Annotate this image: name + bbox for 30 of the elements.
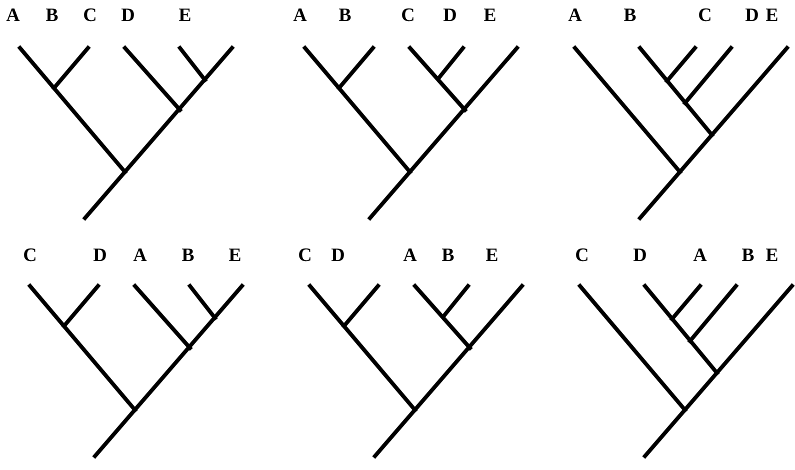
taxon-label: A [293, 6, 307, 25]
taxon-label: B [442, 246, 454, 265]
taxon-label: B [742, 246, 754, 265]
taxon-label: A [133, 246, 147, 265]
taxon-label: D [93, 246, 107, 265]
taxon-label: E [484, 6, 496, 25]
taxon-label: C [83, 6, 97, 25]
taxon-label: B [182, 246, 194, 265]
taxon-label: D [121, 6, 135, 25]
taxon-label: B [46, 6, 58, 25]
taxon-label: C [401, 6, 415, 25]
taxon-label: E [486, 246, 498, 265]
taxon-label: E [766, 6, 778, 25]
taxon-label: C [23, 246, 37, 265]
taxon-label: D [633, 246, 647, 265]
taxon-label: E [178, 6, 192, 25]
taxon-label: C [575, 246, 589, 265]
taxon-label: D [443, 6, 457, 25]
taxon-label: D [745, 6, 759, 25]
taxon-label: A [693, 246, 707, 265]
taxon-label: D [331, 246, 345, 265]
taxon-label: B [338, 6, 352, 25]
taxon-label: E [766, 246, 778, 265]
taxon-label: A [568, 6, 582, 25]
taxon-label: A [403, 246, 417, 265]
taxon-label: A [6, 6, 20, 25]
taxon-label: B [624, 6, 636, 25]
taxon-label: C [298, 246, 312, 265]
taxon-label: E [228, 246, 242, 265]
taxon-label: C [698, 6, 712, 25]
